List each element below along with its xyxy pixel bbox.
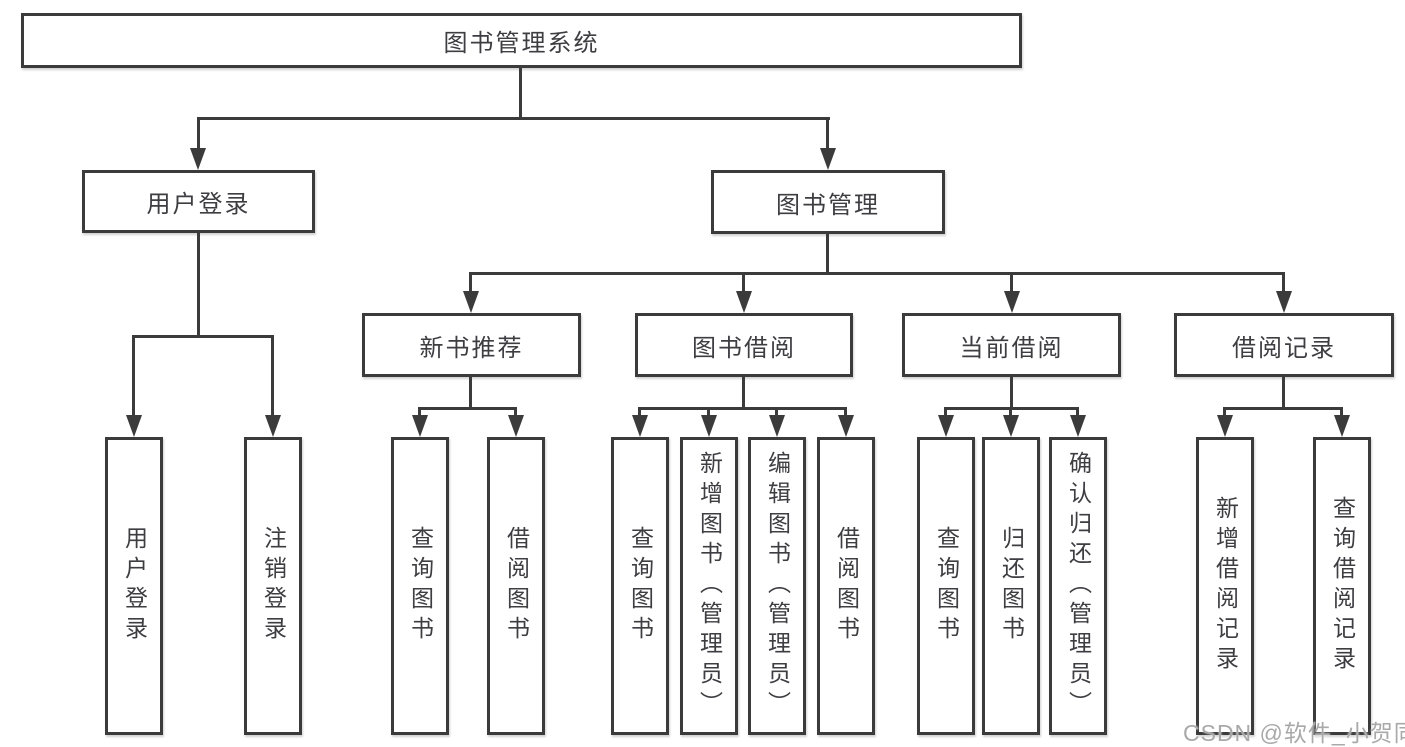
leaf-borrow-books-recommend: 借阅图书: [487, 437, 545, 735]
arrowhead-down-icon: [265, 415, 281, 437]
leaf-confirm-return-admin: 确认归还（管理员）: [1049, 437, 1107, 735]
arrowhead-down-icon: [736, 291, 752, 313]
connector-line: [742, 377, 745, 409]
leaf-add-books-admin: 新增图书（管理员）: [680, 437, 738, 735]
arrowhead-down-icon: [463, 291, 479, 313]
connector-line: [514, 407, 517, 421]
node-book-borrow: 图书借阅: [635, 313, 853, 377]
arrowhead-down-icon: [126, 415, 142, 437]
leaf-confirm-return-admin-label: 确认归还（管理员）: [1065, 451, 1092, 721]
leaf-add-borrow-record-label: 新增借阅记录: [1212, 496, 1239, 676]
connector-line: [469, 377, 472, 409]
connector-line: [1340, 407, 1343, 421]
node-borrow-records-label: 借阅记录: [1232, 334, 1336, 362]
leaf-user-login-label: 用户登录: [121, 526, 148, 646]
connector-line: [1076, 407, 1079, 421]
connector-line: [844, 407, 847, 421]
leaf-query-books-borrow: 查询图书: [611, 437, 669, 735]
leaf-query-books-recommend: 查询图书: [391, 437, 449, 735]
leaf-borrow-books-recommend-label: 借阅图书: [503, 526, 530, 646]
leaf-query-books-borrow-label: 查询图书: [627, 526, 654, 646]
node-user-login: 用户登录: [82, 170, 315, 233]
leaf-edit-books-admin-label: 编辑图书（管理员）: [764, 451, 791, 721]
connector-line: [826, 117, 829, 153]
connector-line: [1010, 272, 1013, 296]
connector-line: [1223, 407, 1226, 421]
connector-line: [775, 407, 778, 421]
arrowhead-down-icon: [838, 415, 854, 437]
connector-line: [1010, 377, 1013, 409]
leaf-borrow-books-label: 借阅图书: [833, 526, 860, 646]
arrowhead-down-icon: [1334, 415, 1350, 437]
leaf-return-books: 归还图书: [982, 437, 1040, 735]
node-book-management: 图书管理: [711, 170, 945, 234]
leaf-query-books-current: 查询图书: [917, 437, 975, 735]
connector-line: [469, 272, 472, 296]
csdn-watermark: CSDN @软件_小贺同学: [1183, 720, 1405, 746]
arrowhead-down-icon: [1217, 415, 1233, 437]
connector-line: [1282, 377, 1285, 409]
leaf-query-books-current-label: 查询图书: [933, 526, 960, 646]
node-root-system: 图书管理系统: [21, 13, 1022, 68]
connector-line: [418, 407, 421, 421]
leaf-edit-books-admin: 编辑图书（管理员）: [748, 437, 806, 735]
leaf-logout: 注销登录: [244, 437, 302, 735]
leaf-logout-label: 注销登录: [260, 526, 287, 646]
connector-line: [132, 335, 274, 338]
connector-line: [197, 117, 200, 153]
arrowhead-down-icon: [632, 415, 648, 437]
node-book-borrow-label: 图书借阅: [692, 334, 796, 362]
leaf-add-books-admin-label: 新增图书（管理员）: [696, 451, 723, 721]
connector-line: [1009, 407, 1012, 421]
connector-line: [418, 407, 517, 410]
connector-line: [197, 233, 200, 337]
leaf-query-borrow-record-label: 查询借阅记录: [1329, 496, 1356, 676]
connector-line: [271, 335, 274, 419]
node-root-label: 图书管理系统: [443, 30, 600, 57]
leaf-query-books-recommend-label: 查询图书: [407, 526, 434, 646]
arrowhead-down-icon: [769, 415, 785, 437]
connector-line: [132, 335, 135, 419]
arrowhead-down-icon: [820, 148, 836, 170]
connector-line: [469, 272, 1285, 275]
arrowhead-down-icon: [1276, 291, 1292, 313]
leaf-query-borrow-record: 查询借阅记录: [1313, 437, 1371, 735]
connector-line: [638, 407, 641, 421]
node-user-login-label: 用户登录: [146, 191, 251, 218]
arrowhead-down-icon: [1003, 415, 1019, 437]
connector-line: [197, 117, 830, 120]
connector-line: [944, 407, 947, 421]
connector-line: [519, 68, 522, 118]
node-new-book-recommend-label: 新书推荐: [419, 334, 524, 362]
leaf-user-login: 用户登录: [105, 437, 163, 735]
node-book-management-label: 图书管理: [776, 191, 880, 219]
connector-line: [742, 272, 745, 296]
leaf-return-books-label: 归还图书: [998, 526, 1025, 646]
connector-line: [638, 407, 847, 410]
arrowhead-down-icon: [190, 148, 206, 170]
node-new-book-recommend: 新书推荐: [362, 313, 581, 377]
node-borrow-records: 借阅记录: [1174, 313, 1394, 377]
connector-line: [826, 234, 829, 274]
arrowhead-down-icon: [508, 415, 524, 437]
arrowhead-down-icon: [1070, 415, 1086, 437]
node-current-borrow: 当前借阅: [902, 313, 1121, 377]
leaf-borrow-books: 借阅图书: [817, 437, 875, 735]
connector-line: [1223, 407, 1343, 410]
leaf-add-borrow-record: 新增借阅记录: [1196, 437, 1254, 735]
connector-line: [707, 407, 710, 421]
arrowhead-down-icon: [1004, 291, 1020, 313]
arrowhead-down-icon: [412, 415, 428, 437]
arrowhead-down-icon: [938, 415, 954, 437]
node-current-borrow-label: 当前借阅: [959, 334, 1064, 362]
connector-line: [1282, 272, 1285, 296]
arrowhead-down-icon: [701, 415, 717, 437]
